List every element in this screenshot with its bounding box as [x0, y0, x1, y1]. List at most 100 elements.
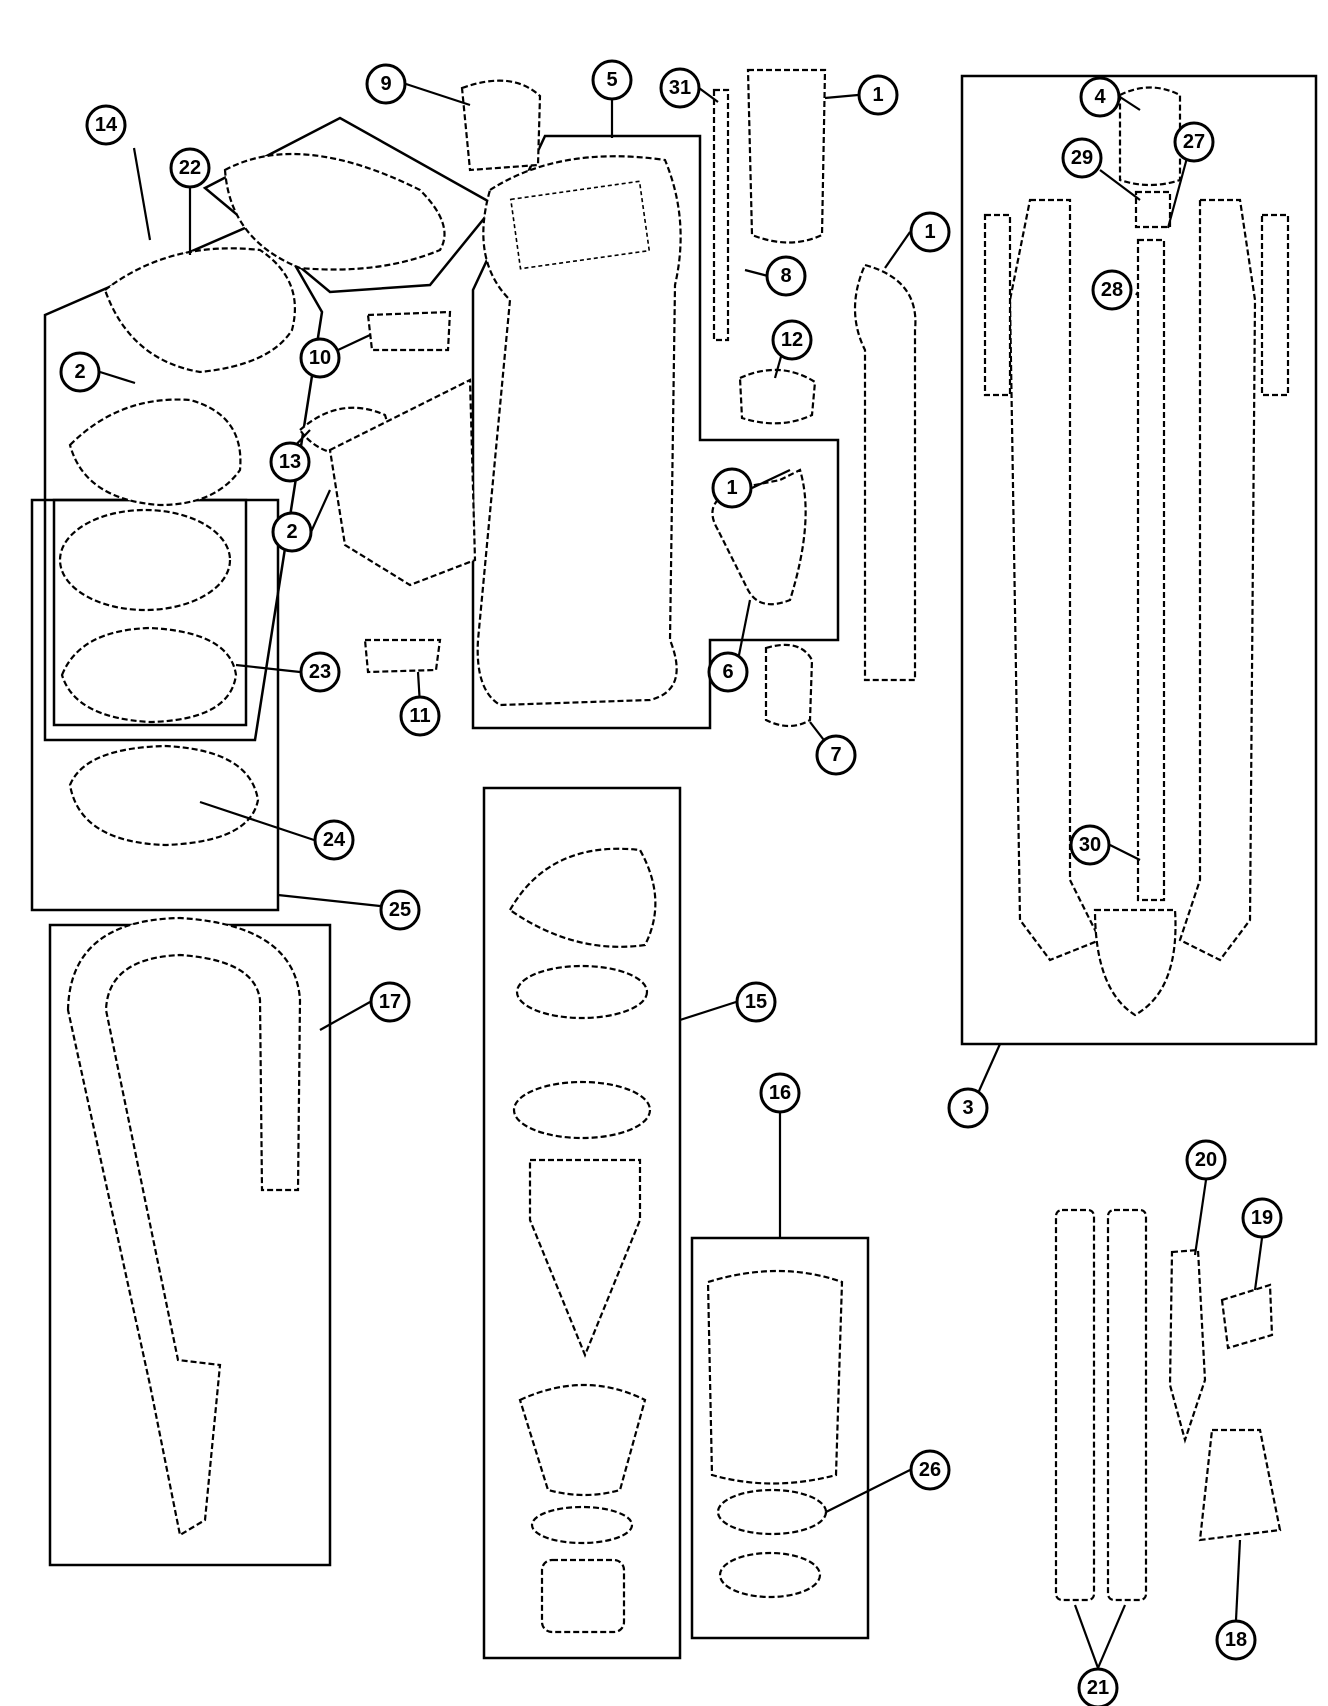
- callout-7: 7: [815, 734, 857, 776]
- part-9-knob: [460, 79, 542, 172]
- svg-text:20: 20: [1195, 1149, 1217, 1171]
- svg-text:22: 22: [179, 157, 201, 179]
- part-15-ring-a: [515, 964, 649, 1020]
- part-23-wheel: [58, 508, 232, 612]
- callout-18: 18: [1215, 1619, 1257, 1661]
- box-9-lid: [202, 116, 497, 294]
- part-16-seal: [718, 1551, 822, 1599]
- part-15-cone: [518, 1383, 647, 1497]
- part-15-hood: [508, 847, 657, 948]
- part-3-cup: [1093, 908, 1177, 1017]
- box-15-cyclone: [482, 786, 682, 1660]
- svg-text:9: 9: [380, 73, 391, 95]
- svg-text:16: 16: [769, 1082, 791, 1104]
- part-3-handle-left: [1008, 198, 1102, 962]
- part-10-bracket: [366, 310, 452, 352]
- part-5-window: [509, 180, 651, 270]
- callout-29: 29: [1061, 137, 1103, 179]
- callout-10: 10: [299, 337, 341, 379]
- svg-text:25: 25: [389, 899, 411, 921]
- callout-25: 25: [379, 889, 421, 931]
- box-3-handle-assembly: [960, 74, 1318, 1046]
- svg-text:17: 17: [379, 991, 401, 1013]
- part-21-wand-a: [1054, 1208, 1096, 1602]
- svg-text:10: 10: [309, 347, 331, 369]
- callout-12: 12: [771, 319, 813, 361]
- part-7-coupling: [764, 643, 814, 728]
- callout-13: 13: [269, 441, 311, 483]
- svg-text:8: 8: [780, 265, 791, 287]
- part-2-frame: [328, 378, 477, 587]
- part-12-collar: [738, 368, 817, 425]
- part-3-handle-left-shell: [983, 213, 1012, 397]
- svg-text:14: 14: [95, 114, 118, 136]
- part-5-body: [476, 155, 682, 707]
- part-19-brush: [1220, 1283, 1274, 1350]
- callout-27: 27: [1173, 121, 1215, 163]
- svg-text:30: 30: [1079, 834, 1101, 856]
- part-15-ring-b: [512, 1080, 652, 1140]
- callout-2: 2: [59, 351, 101, 393]
- svg-text:2: 2: [286, 521, 297, 543]
- callout-17: 17: [369, 981, 411, 1023]
- part-1-pipe: [853, 263, 917, 682]
- part-8-column: [746, 68, 827, 244]
- callout-4: 4: [1079, 76, 1121, 118]
- part-16-bin: [706, 1269, 844, 1485]
- callout-8: 8: [765, 255, 807, 297]
- svg-text:11: 11: [409, 705, 430, 727]
- part-20-crevice: [1168, 1248, 1207, 1444]
- callout-19: 19: [1241, 1197, 1283, 1239]
- parts: [58, 68, 1290, 1634]
- part-22-tray: [103, 247, 296, 374]
- callouts: 1 1 1 2 2 3 4 5 6 7 8 9 10 11 12 13 14 1…: [59, 59, 1283, 1706]
- svg-text:26: 26: [919, 1459, 941, 1481]
- svg-text:5: 5: [606, 69, 617, 91]
- part-18-turbo: [1198, 1428, 1282, 1542]
- part-21-wand-b: [1106, 1208, 1148, 1602]
- callout-1: 1: [857, 74, 899, 116]
- callout-30: 30: [1069, 824, 1111, 866]
- svg-text:4: 4: [1094, 86, 1106, 108]
- callout-15: 15: [735, 981, 777, 1023]
- callout-14: 14: [85, 104, 127, 146]
- part-9-cover: [223, 152, 446, 271]
- svg-text:7: 7: [830, 744, 841, 766]
- svg-text:13: 13: [279, 451, 301, 473]
- svg-text:24: 24: [323, 829, 346, 851]
- part-3-handle-right: [1178, 198, 1257, 962]
- svg-text:15: 15: [745, 991, 767, 1013]
- callout-28: 28: [1091, 269, 1133, 311]
- part-3-handle-right-shell: [1260, 213, 1290, 397]
- part-14-gasket: [68, 398, 242, 507]
- callout-1: 1: [711, 467, 753, 509]
- part-15-base: [540, 1558, 626, 1634]
- callout-21: 21: [1077, 1667, 1119, 1706]
- svg-text:21: 21: [1087, 1677, 1109, 1699]
- callout-11: 11: [399, 695, 441, 737]
- callout-3: 3: [947, 1087, 989, 1129]
- part-15-cage: [528, 1158, 642, 1358]
- part-15-ring-c: [530, 1505, 634, 1545]
- svg-text:2: 2: [74, 361, 85, 383]
- callout-16: 16: [759, 1072, 801, 1114]
- part-24-plate: [68, 744, 260, 847]
- part-11-clip: [363, 638, 442, 674]
- callout-5: 5: [591, 59, 633, 101]
- callout-26: 26: [909, 1449, 951, 1491]
- svg-text:6: 6: [722, 661, 733, 683]
- svg-text:27: 27: [1183, 131, 1205, 153]
- callout-23: 23: [299, 651, 341, 693]
- callout-6: 6: [707, 651, 749, 693]
- svg-text:12: 12: [781, 329, 803, 351]
- callout-1: 1: [909, 211, 951, 253]
- svg-text:1: 1: [872, 84, 883, 106]
- callout-9: 9: [365, 63, 407, 105]
- callout-22: 22: [169, 147, 211, 189]
- part-17-hose: [66, 916, 302, 1537]
- part-23-plate: [60, 626, 238, 724]
- part-31-rod: [712, 88, 730, 342]
- svg-text:18: 18: [1225, 1629, 1247, 1651]
- svg-text:3: 3: [962, 1097, 973, 1119]
